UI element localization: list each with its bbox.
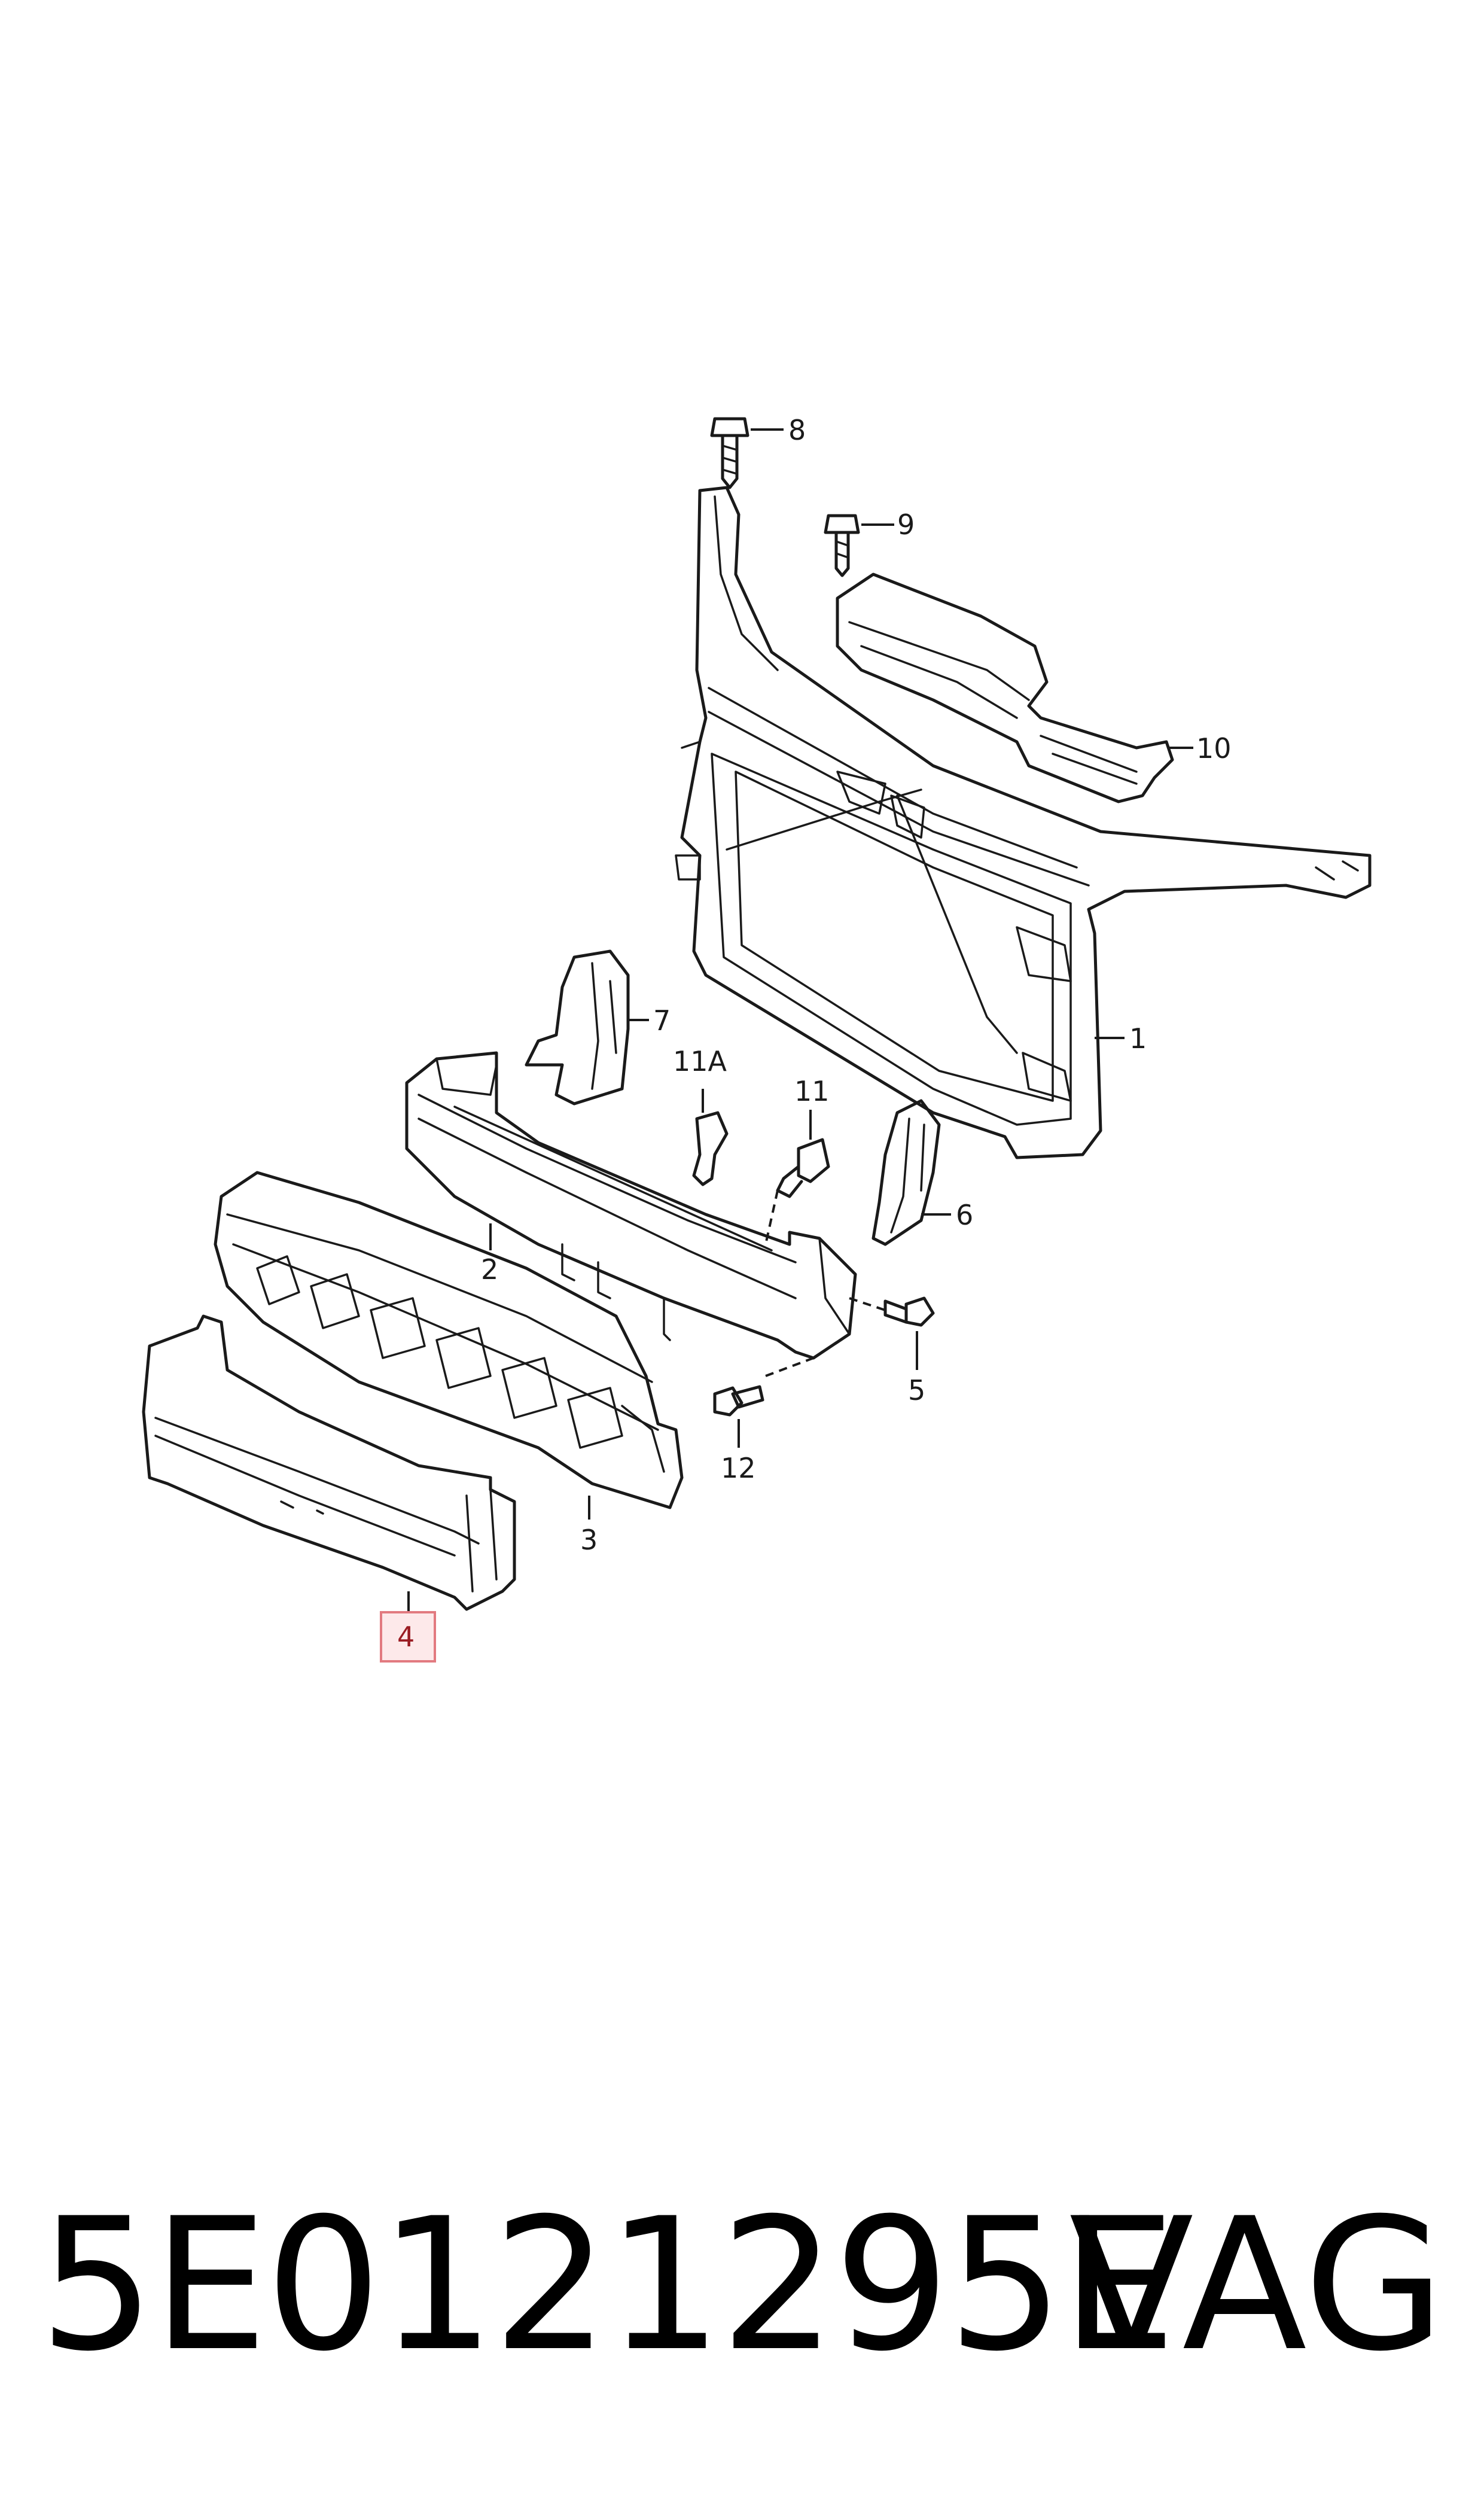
screw-part-9 (824, 514, 860, 577)
highlight-box (380, 1611, 436, 1663)
callout-7: 7 (653, 1004, 671, 1037)
brand-name: VAG (1069, 2179, 1445, 2391)
callout-3: 3 (580, 1524, 598, 1556)
bolt-part-8 (710, 417, 749, 489)
bracket-part-7 (525, 949, 630, 1106)
callout-8: 8 (788, 414, 806, 446)
callout-2: 2 (481, 1253, 498, 1286)
callout-12: 12 (721, 1452, 756, 1484)
bracket-part-11a (692, 1111, 729, 1186)
highlighted-callout-4: 4 (380, 1611, 436, 1663)
part-number: 5E0121295E (39, 2179, 1177, 2391)
front-end-carrier-part (675, 486, 1372, 1159)
energy-absorber-part-3 (214, 1171, 684, 1509)
callout-11: 11 (794, 1075, 830, 1107)
callout-4: 4 (397, 1621, 415, 1653)
sensor-part-11 (776, 1138, 830, 1198)
callout-1: 1 (1129, 1022, 1147, 1055)
callout-11a: 11A (673, 1045, 727, 1077)
bolt-part-12 (713, 1385, 764, 1417)
air-guide-part-10 (836, 573, 1174, 803)
callout-labels: 8 9 10 1 7 11A 11 6 2 5 12 3 (481, 414, 1232, 1556)
callout-6: 6 (956, 1199, 973, 1231)
footer: 5E0121295E VAG (0, 2178, 1484, 2393)
callout-5: 5 (908, 1374, 925, 1406)
leader-lines (407, 428, 1193, 1612)
air-deflector-part-4 (142, 1314, 516, 1611)
bolt-part-5 (883, 1296, 935, 1327)
bracket-part-6 (871, 1099, 941, 1246)
callout-9: 9 (897, 509, 915, 541)
callout-10: 10 (1196, 732, 1232, 765)
assembly-lines (702, 1107, 886, 1377)
bumper-reinforcement-part-2 (405, 1051, 857, 1360)
